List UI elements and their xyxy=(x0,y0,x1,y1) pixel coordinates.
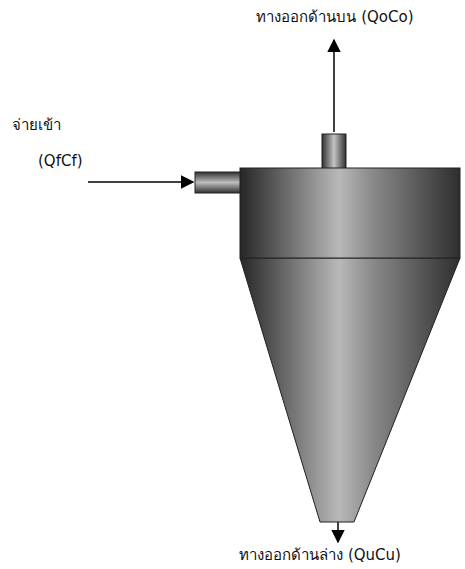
feed-pipe xyxy=(195,172,242,193)
cylinder-body xyxy=(240,168,460,258)
overflow-arrow xyxy=(333,40,335,132)
flow-label: ทางออกด้านบน (QoCo) xyxy=(256,8,413,26)
underflow-arrow xyxy=(337,522,339,542)
overflow-pipe xyxy=(322,134,346,170)
flow-label: (QfCf) xyxy=(38,152,83,170)
feed-arrow xyxy=(88,181,193,183)
flow-label: จ่ายเข้า xyxy=(12,116,61,134)
flow-label: ทางออกด้านล่าง (QuCu) xyxy=(239,546,401,564)
cone-body xyxy=(240,258,460,522)
